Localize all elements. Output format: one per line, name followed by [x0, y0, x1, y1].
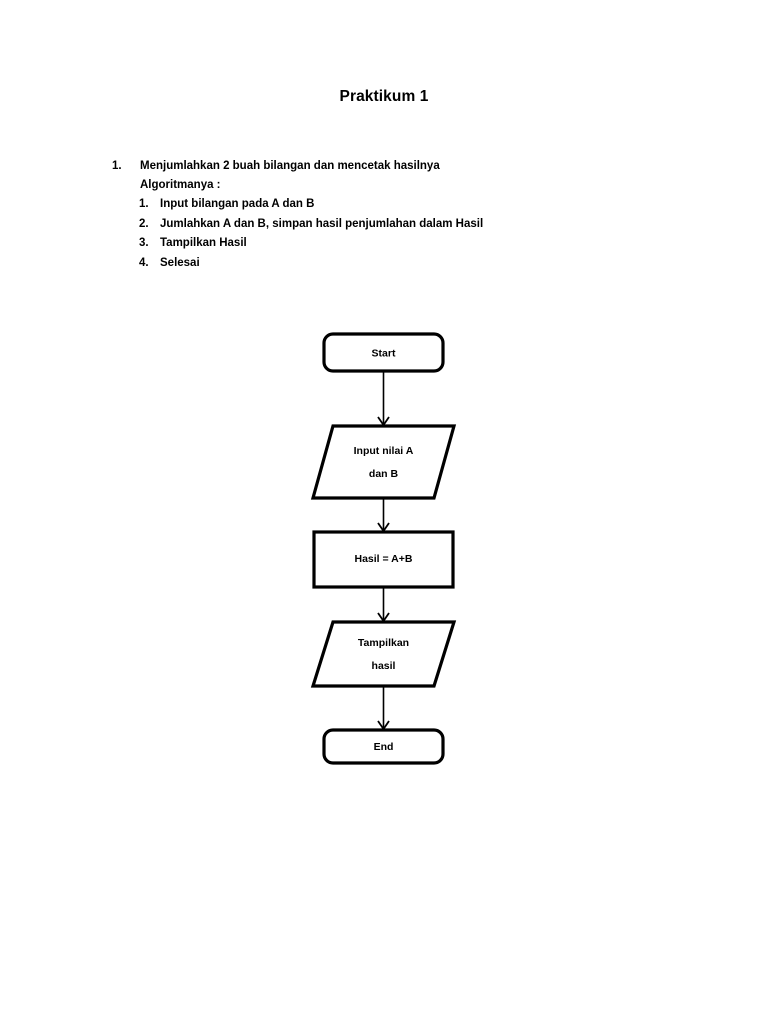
list-item-text: Input bilangan pada A dan B	[160, 198, 315, 210]
list-item: 3. Tampilkan Hasil	[139, 234, 679, 254]
start-node-label: Start	[372, 347, 396, 359]
list-item-text: Selesai	[160, 256, 200, 269]
input-parallelogram-shape	[310, 424, 457, 500]
end-terminator-shape	[322, 728, 445, 765]
page-title: Praktikum 1	[339, 88, 429, 105]
list-item-marker: 4.	[139, 256, 149, 269]
flow-node-end: End	[322, 728, 445, 765]
list-item-marker: 1.	[139, 198, 149, 210]
inner-numbered-list: 1. Input bilangan pada A dan B 2. Jumlah…	[139, 195, 679, 273]
flow-edge-output-to-end	[377, 686, 390, 731]
flow-node-output: Tampilkan hasil	[310, 620, 457, 688]
flowchart-canvas: Start Input nilai A dan B Hasil =	[310, 332, 457, 765]
process-node-label: Hasil = A+B	[355, 553, 413, 565]
list-item-text-line-1: Menjumlahkan 2 buah bilangan dan menceta…	[140, 160, 440, 172]
input-node-label-line-1: Input nilai A	[354, 445, 414, 457]
list-item: 2. Jumlahkan A dan B, simpan hasil penju…	[139, 215, 679, 235]
flow-node-process: Hasil = A+B	[312, 530, 455, 589]
end-node-label: End	[374, 741, 394, 753]
list-item-text: Jumlahkan A dan B, simpan hasil penjumla…	[160, 217, 484, 230]
output-node-label-line-2: hasil	[372, 660, 396, 672]
list-item-text: Tampilkan Hasil	[160, 237, 247, 249]
list-item: 1. Input bilangan pada A dan B	[139, 195, 679, 215]
list-item-marker: 3.	[139, 237, 149, 249]
input-node-label-line-2: dan B	[369, 468, 399, 480]
outer-numbered-list: 1. Menjumlahkan 2 buah bilangan dan menc…	[112, 157, 672, 195]
flow-edge-start-to-input	[377, 371, 390, 427]
list-item: 1. Menjumlahkan 2 buah bilangan dan menc…	[112, 157, 672, 195]
flow-edge-process-to-output	[377, 587, 390, 623]
output-parallelogram-shape	[310, 620, 457, 688]
output-node-label-line-1: Tampilkan	[358, 637, 409, 649]
flow-edge-input-to-process	[377, 498, 390, 533]
list-item-marker: 2.	[139, 217, 149, 230]
flowchart-diagram: Start Input nilai A dan B Hasil =	[295, 320, 480, 780]
list-item: 4. Selesai	[139, 254, 679, 274]
list-item-text-line-2: Algoritmanya :	[140, 179, 221, 191]
flow-node-input: Input nilai A dan B	[310, 424, 457, 500]
list-item-marker: 1.	[112, 160, 122, 172]
flow-node-start: Start	[322, 332, 445, 373]
